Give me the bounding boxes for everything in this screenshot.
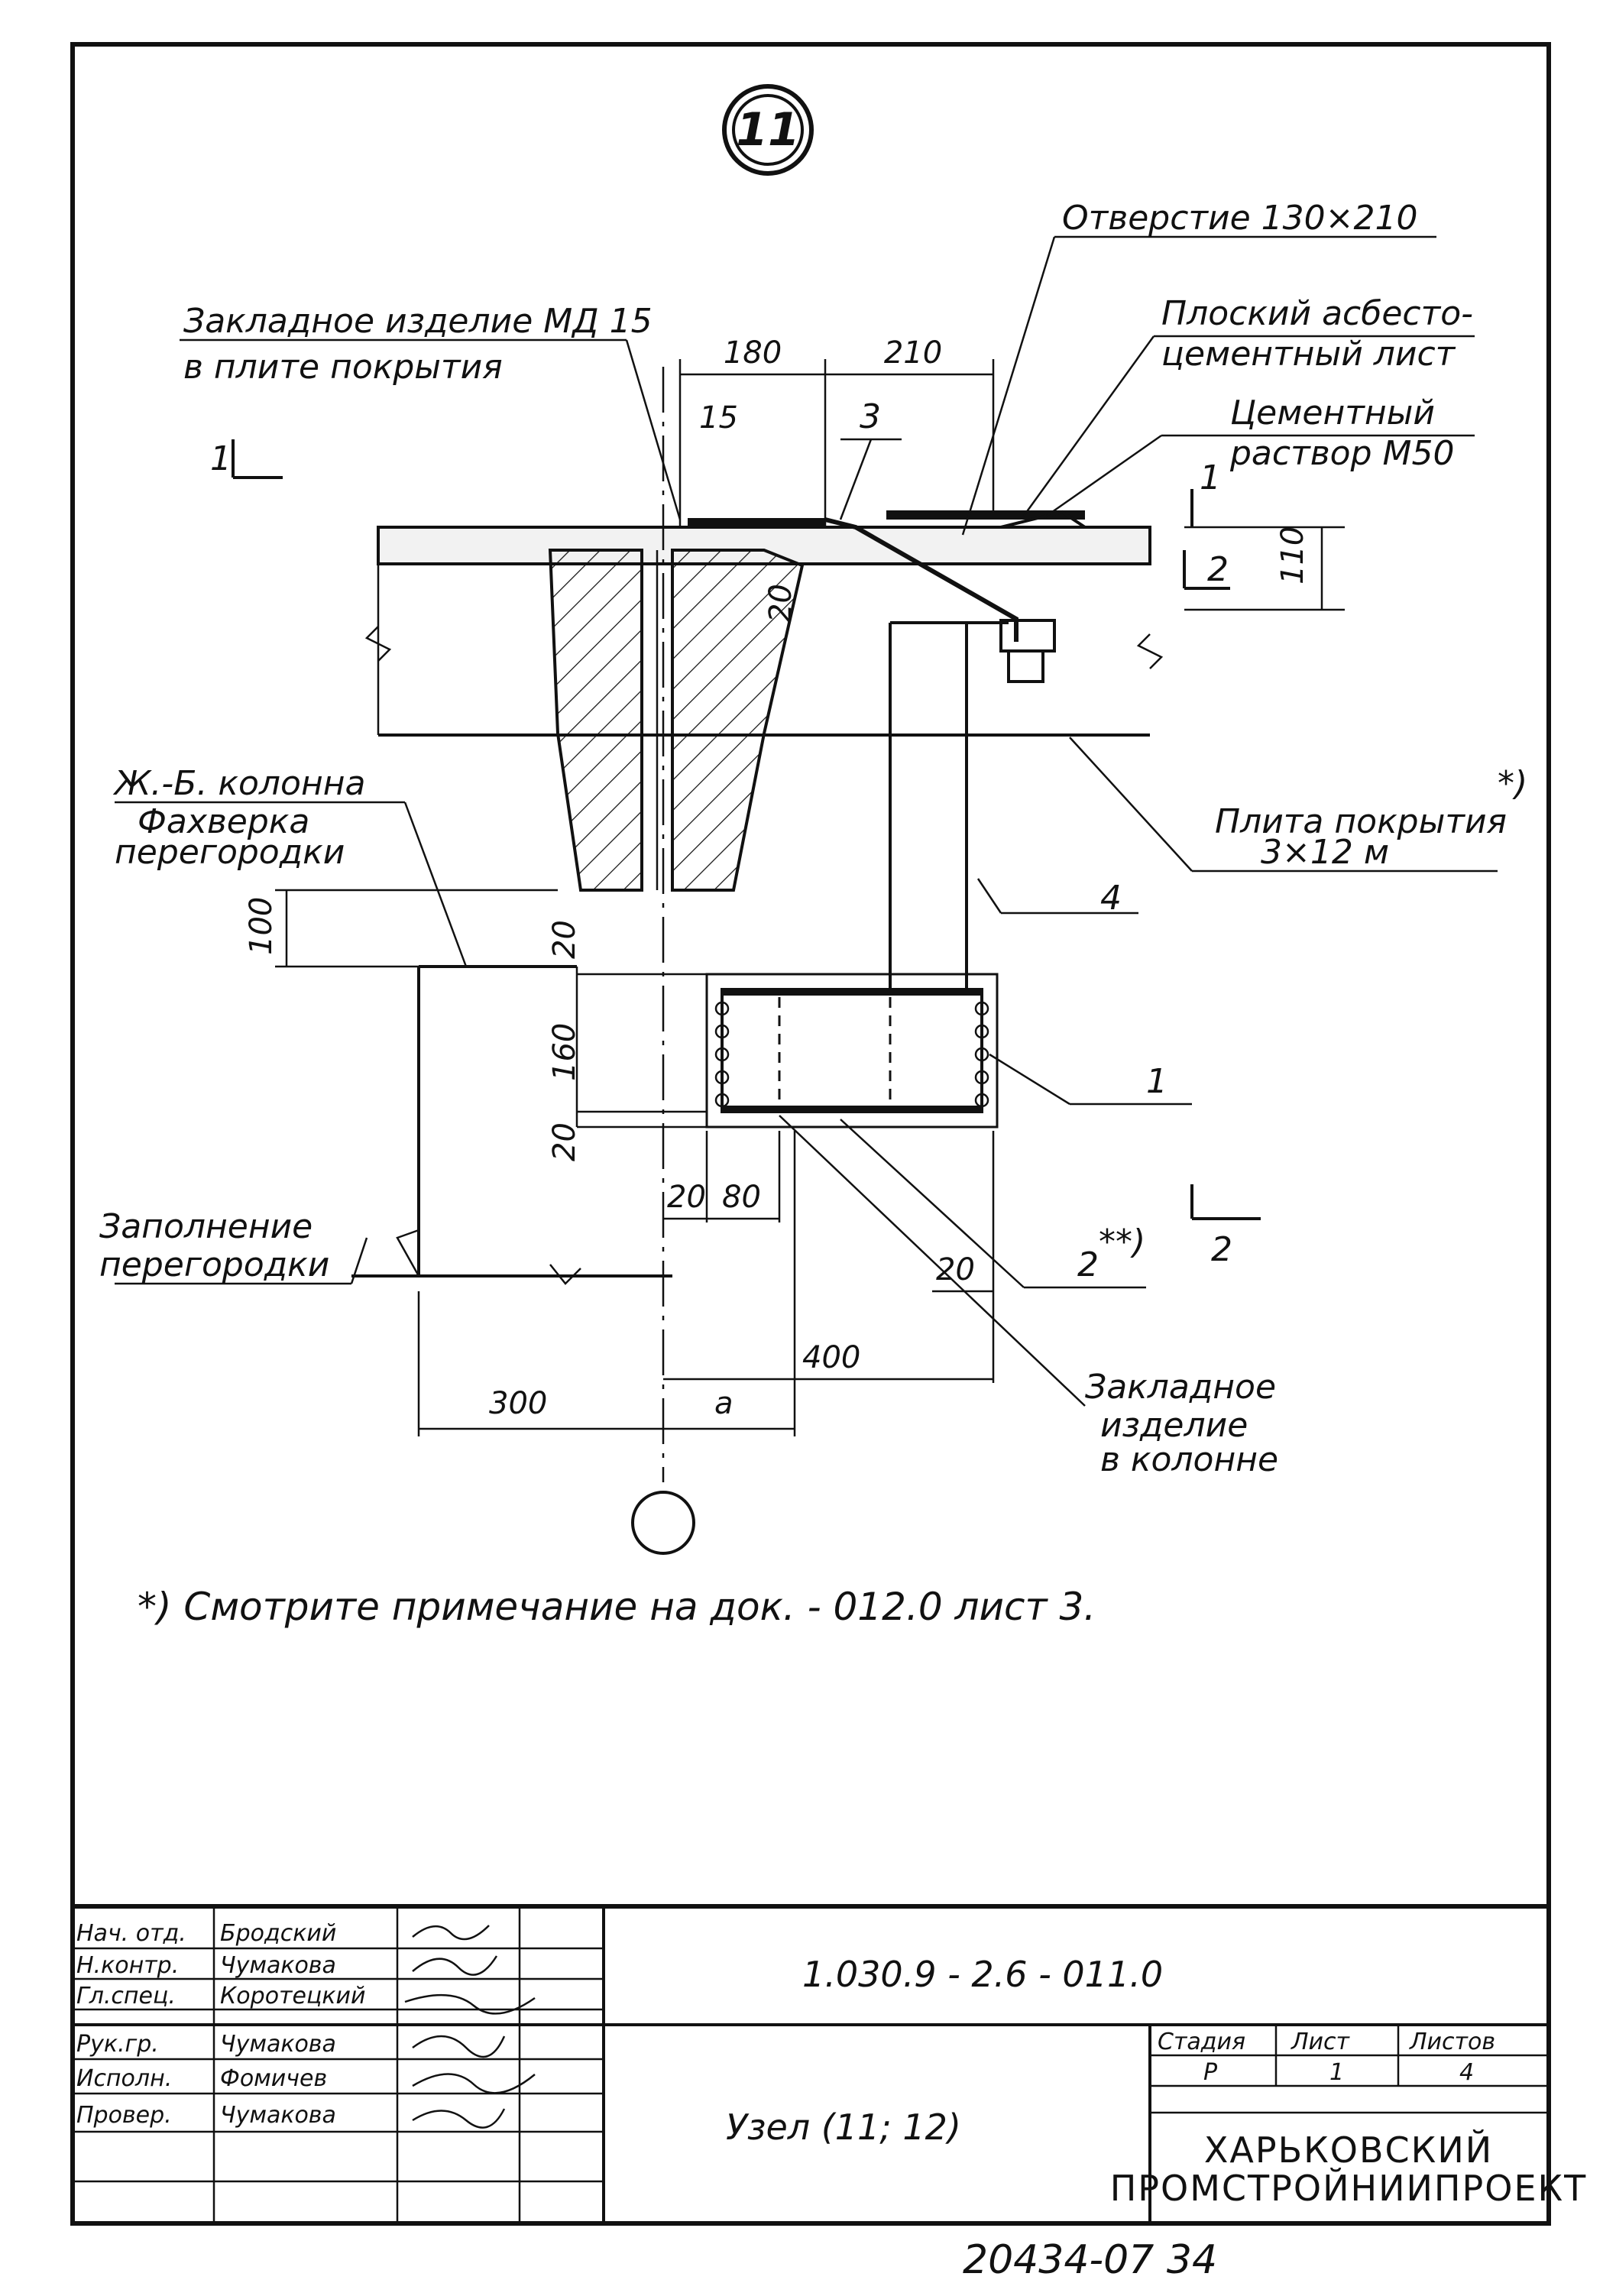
label-asbestos-2: цементный лист [1161,335,1456,374]
tb-sheets-header: Листов [1409,2029,1495,2055]
dim-160: 160 [547,1023,582,1081]
section-1-label: 1 [210,439,232,478]
tb-name-3: Коротецкий [220,1983,366,2009]
archive-number: 20434-07 34 [963,2237,1217,2283]
dim-300: 300 [489,1386,547,1421]
left-dimensions: 100 20 160 20 [244,889,707,1161]
label-fill-2: перегородки [99,1245,329,1284]
dim-100: 100 [244,897,279,955]
label-mortar-2: раствор М50 [1229,434,1454,473]
column-section [548,549,805,892]
dim-20-left: 20 [667,1180,706,1215]
section-2b-label: 2 [1211,1230,1232,1269]
lower-column [351,965,672,1285]
right-dimensions: 110 20 [763,526,1345,623]
top-dimensions: 180 210 15 [678,335,995,527]
tb-role-4: Рук.гр. [76,2031,159,2058]
label-embedded-col-1: Закладное [1085,1368,1276,1407]
tb-doc-code: 1.030.9 - 2.6 - 011.0 [802,1954,1163,1995]
bottom-dimensions: 20 80 20 400 300 a [417,1131,995,1436]
label-pos-2: 2 [1077,1245,1099,1284]
label-slab-note: *) [1498,764,1527,803]
label-facing-1: Фахверка [138,802,309,841]
tb-name-2: Чумакова [220,1952,336,1979]
label-pos-1: 1 [1146,1062,1167,1101]
drawing-labels: Отверстие 130×210 Закладное изделие МД 1… [99,199,1527,1629]
section-marks: 1 2 2 1 [210,439,1261,1269]
label-fill-1: Заполнение [99,1207,313,1246]
embedded-plates [688,510,1087,683]
label-pos-4: 4 [1100,879,1122,918]
label-pos-2-note: **) [1099,1222,1145,1261]
node-number: 11 [736,103,800,157]
label-pos-3: 3 [860,397,881,436]
label-mortar-1: Цементный [1230,393,1435,432]
section-mortar-mark: 1 [1200,458,1221,497]
horizontal-member [705,973,999,1129]
dim-20-slab: 20 [763,584,798,623]
tb-name-1: Бродский [220,1920,336,1947]
label-asbestos-1: Плоский асбесто- [1161,294,1473,333]
dim-20-top: 20 [547,920,582,959]
label-opening: Отверстие 130×210 [1062,199,1418,238]
tb-org-2: ПРОМСТРОЙНИИПРОЕКТ [1110,2168,1588,2209]
label-facing-2: перегородки [115,833,345,872]
label-slab-1: Плита покрытия [1215,802,1507,841]
tb-role-3: Гл.спец. [76,1983,176,2009]
tb-role-1: Нач. отд. [76,1920,186,1947]
tb-org-1: ХАРЬКОВСКИЙ [1204,2129,1493,2171]
dim-210: 210 [884,335,942,371]
tb-name-4: Чумакова [220,2031,336,2058]
dim-110: 110 [1275,526,1310,585]
dim-180: 180 [724,335,782,371]
label-embedded-md15-1: Закладное изделие МД 15 [183,302,653,341]
axis [631,367,695,1555]
dim-15: 15 [699,400,738,436]
drawing-note: *) Смотрите примечание на док. - 012.0 л… [138,1585,1096,1629]
label-embedded-col-2: изделие [1100,1406,1248,1445]
section-2a-label: 2 [1207,550,1229,589]
tb-sheet-header: Лист [1291,2029,1351,2055]
label-embedded-md15-2: в плите покрытия [183,348,503,387]
tb-title: Узел (11; 12) [726,2107,961,2148]
tb-role-6: Провер. [76,2102,172,2129]
label-embedded-col-3: в колонне [1100,1440,1278,1479]
dim-20-bot: 20 [547,1122,582,1161]
node-marker: 11 [722,84,814,176]
label-slab-2: 3×12 м [1261,833,1389,872]
dim-400: 400 [802,1340,860,1375]
tb-stage: Р [1203,2059,1218,2086]
tb-name-5: Фомичев [220,2065,327,2092]
facing-post [889,621,1009,993]
title-block: Нач. отд. Н.контр. Гл.спец. Рук.гр. Испо… [70,1904,1588,2226]
label-column: Ж.-Б. колонна [112,764,365,803]
leader-lines [115,235,1498,1407]
tb-sheets: 4 [1459,2059,1474,2086]
tb-role-5: Исполн. [76,2065,172,2092]
axis-a-label: a [714,1386,734,1421]
tb-sheet: 1 [1329,2059,1344,2086]
signatures [404,1925,536,2129]
tb-name-6: Чумакова [220,2102,336,2129]
tb-role-2: Н.контр. [76,1952,179,1979]
tb-stage-header: Стадия [1158,2029,1245,2055]
dim-80: 80 [722,1180,761,1215]
